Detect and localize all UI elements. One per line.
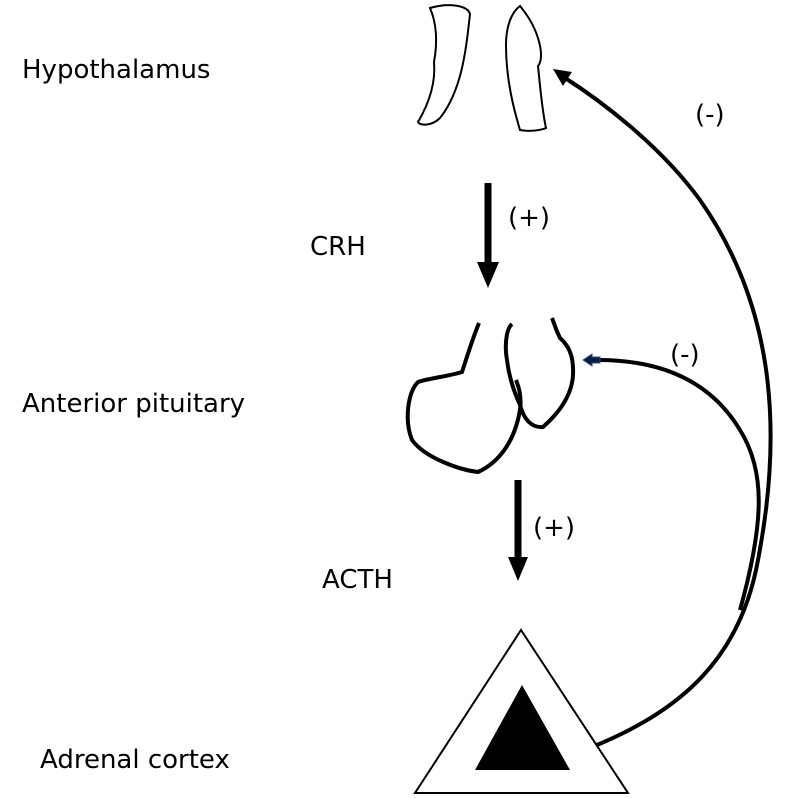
label-feedback-hypothalamus: (-) <box>695 100 725 130</box>
label-crh: CRH <box>310 232 366 262</box>
label-anterior-pituitary: Anterior pituitary <box>22 389 246 419</box>
feedback-to-hypothalamus-line <box>560 74 773 747</box>
acth-arrowhead <box>508 557 528 581</box>
label-hypothalamus: Hypothalamus <box>22 55 211 85</box>
adrenal-inner-triangle <box>475 685 570 770</box>
label-adrenal-cortex: Adrenal cortex <box>40 745 230 775</box>
label-acth-effect: (+) <box>533 513 576 543</box>
label-crh-effect: (+) <box>508 203 551 233</box>
hypothalamus-right-lobe <box>504 4 548 132</box>
hypothalamus-left-lobe <box>416 4 472 126</box>
feedback-to-hypothalamus-arrowhead <box>553 69 572 86</box>
pituitary-anterior-lobe <box>405 322 523 475</box>
label-acth: ACTH <box>322 565 393 595</box>
label-feedback-pituitary: (-) <box>670 340 700 370</box>
crh-arrowhead <box>477 262 499 288</box>
feedback-to-pituitary-arrowhead <box>582 353 601 367</box>
pituitary-posterior-lobe <box>503 317 576 430</box>
feedback-to-pituitary-line <box>597 358 761 611</box>
